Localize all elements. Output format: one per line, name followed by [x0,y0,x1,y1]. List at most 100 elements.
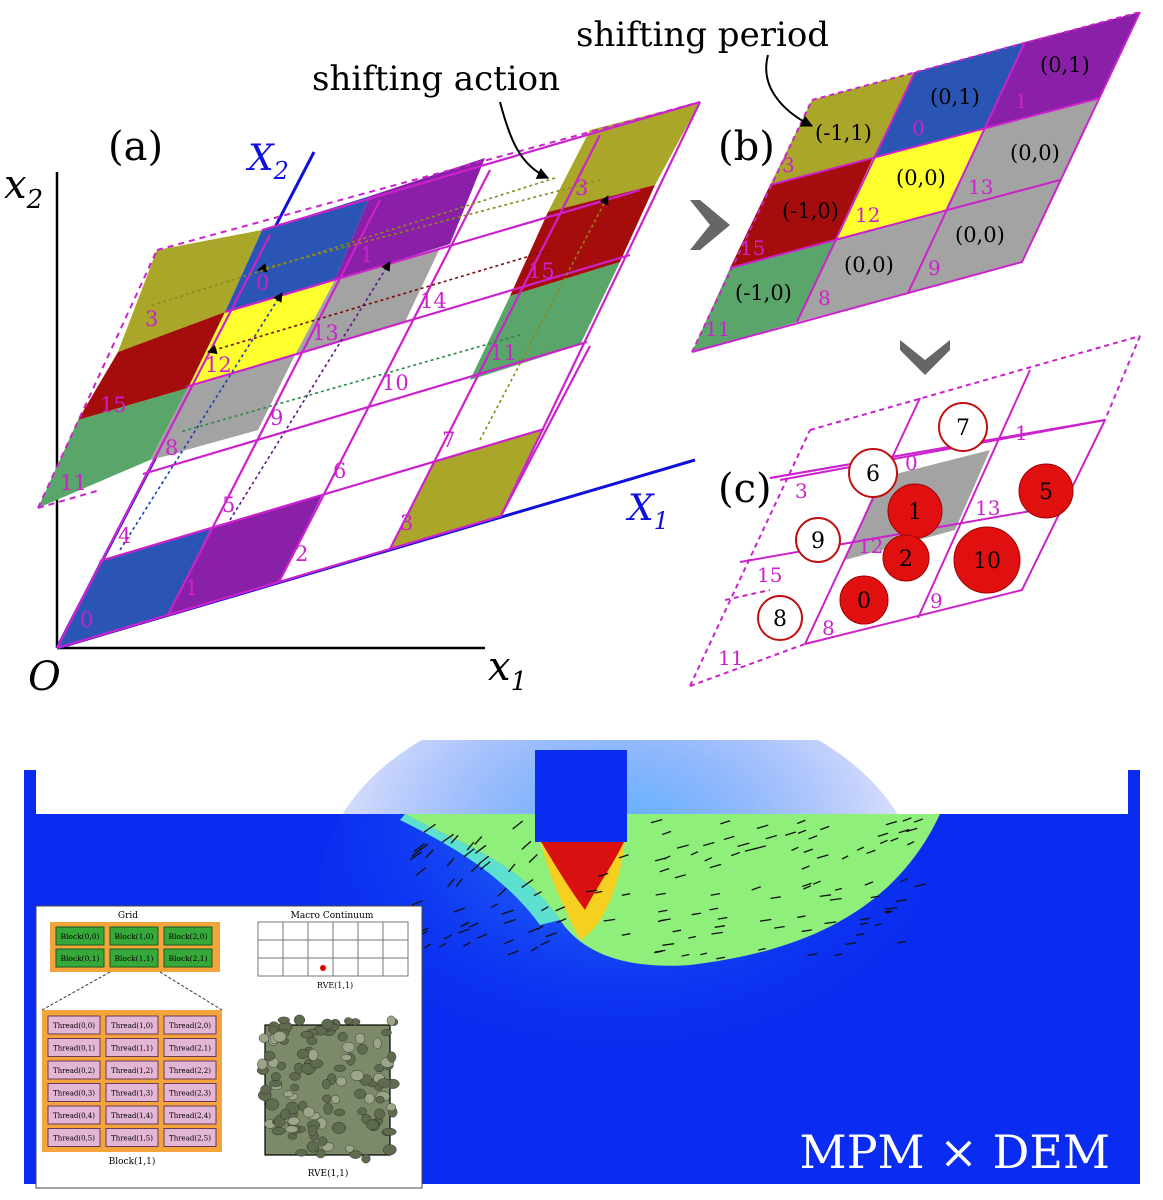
thread-label: Thread(1,3) [111,1090,153,1098]
grid-num-2: 2 [295,542,308,566]
velocity-vectors [409,817,927,960]
x1-axis-label: x1 [488,644,527,697]
rve-grain [272,1031,287,1043]
velocity-vector [820,825,830,831]
shifted-num-3b: 3 [575,176,588,200]
velocity-vector [723,835,735,841]
rve-grain [306,1141,320,1153]
b-period-m1-0a: (-1,0) [782,199,839,223]
velocity-vector [674,874,686,879]
velocity-vector [730,851,741,857]
rve-grain [263,1051,276,1061]
velocity-vector [890,837,899,842]
origin-label: O [28,654,61,700]
shifting-action-pointer [499,101,550,179]
block-cell [55,926,105,946]
rve-grain [349,1150,362,1159]
rve-grain [386,1015,396,1026]
velocity-vector [845,942,857,946]
velocity-vector [455,878,463,887]
c-particle-label-2: 2 [899,547,913,572]
rve-grain [383,1144,397,1156]
shifting-diagram: 0 1 2 3 4 5 6 7 8 9 10 11 12 13 14 15 0 … [4,11,1141,700]
b-num-1: 1 [1015,89,1028,113]
velocity-vector [446,857,455,867]
b-period-0-0c: (0,0) [955,223,1005,247]
rve-grain [355,1032,366,1044]
rve-grain [285,1125,298,1134]
velocity-vector [895,899,908,903]
rve-grain [374,1064,385,1073]
velocity-vector [885,910,893,914]
panel-label-c: (c) [718,466,772,512]
rve-grain [335,1076,347,1087]
thread-cell [163,1015,217,1035]
velocity-vector [658,909,668,913]
rve-grain [260,1084,272,1095]
velocity-vector [528,854,538,863]
c-num-15: 15 [757,563,782,587]
velocity-vector [655,892,666,896]
rve-grain [307,1125,318,1137]
thread-label: Thread(0,4) [53,1112,95,1120]
velocity-vector [540,940,550,946]
thread-label: Thread(2,4) [169,1112,211,1120]
arrow-b-to-c [900,340,950,375]
velocity-vector [885,820,898,826]
velocity-vector [462,941,471,947]
velocity-vector [474,844,487,854]
velocity-vector [497,887,507,897]
velocity-vector [409,851,423,861]
velocity-vector [688,935,696,939]
rve-grain [365,1119,379,1130]
velocity-vector [900,878,908,883]
velocity-vector [585,889,598,893]
rve-grain [345,1144,355,1153]
rve-grain [321,1018,334,1030]
grid-num-4: 4 [118,524,131,548]
velocity-vector [681,953,690,957]
velocity-vector [856,933,865,936]
b-cell-11 [692,240,835,352]
c-particle-label-7: 7 [956,416,970,441]
rve-grain [271,1127,286,1136]
block-label: Block(1,1) [115,954,154,963]
shifted-cell-12 [188,280,335,388]
thread-label: Thread(2,1) [169,1045,211,1053]
velocity-vector [618,854,629,859]
block-cell [163,926,213,946]
velocity-vector [866,849,876,855]
b-period-m1-1: (-1,1) [815,121,872,145]
c-num-1: 1 [1015,421,1028,445]
velocity-vector [834,953,843,957]
grid-num-14: 14 [420,289,447,313]
thread-label: Thread(1,1) [111,1045,153,1053]
velocity-vector [711,931,723,935]
velocity-vector [621,933,631,936]
velocity-vector [521,879,534,889]
grid-num-5: 5 [222,493,235,517]
velocity-vector [774,925,785,929]
X1-axis-label: X1 [625,488,669,535]
c-particle-7 [938,402,988,452]
velocity-vector [555,906,566,912]
velocity-vector [662,943,675,946]
velocity-vector [594,890,603,894]
thread-cell [47,1105,101,1125]
thread-label: Thread(0,0) [53,1022,95,1030]
thread-cell [47,1038,101,1057]
panel-label-b: (b) [718,124,775,170]
thread-label: Thread(1,4) [111,1112,153,1120]
c-num-12: 12 [858,534,883,558]
arrow-a-to-b [690,200,730,250]
rve-grain [337,1032,348,1042]
grid-num-10: 10 [382,371,409,395]
velocity-vector [737,842,750,847]
velocity-vector [621,893,631,896]
thread-cell [105,1105,159,1125]
b-cell-9 [908,180,1060,293]
shifted-cell-8 [150,378,220,460]
thread-label: Thread(0,3) [53,1090,95,1098]
c-particle-2 [882,534,930,582]
rve-grain [257,1058,268,1070]
